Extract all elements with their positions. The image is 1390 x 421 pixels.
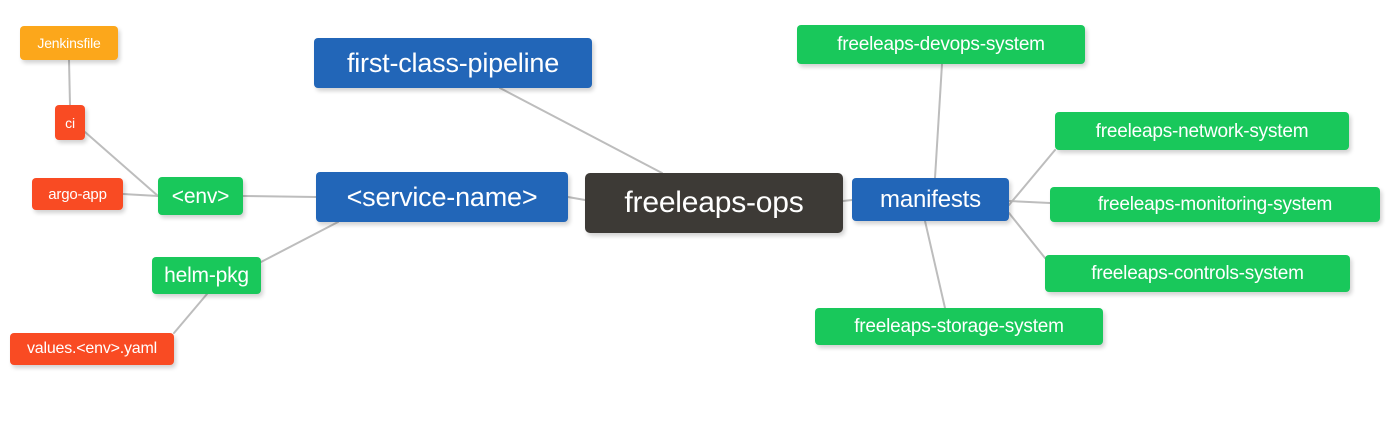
node-label-jenkinsfile: Jenkinsfile bbox=[37, 35, 101, 51]
node-storage-system[interactable]: freeleaps-storage-system bbox=[815, 308, 1103, 345]
node-label-monitoring-system: freeleaps-monitoring-system bbox=[1097, 194, 1333, 215]
node-monitoring-system[interactable]: freeleaps-monitoring-system bbox=[1050, 187, 1380, 222]
node-label-ci: ci bbox=[65, 114, 75, 131]
node-freeleaps-ops[interactable]: freeleaps-ops bbox=[585, 173, 843, 233]
edge-values-yaml-to-helm-pkg bbox=[173, 293, 208, 334]
node-network-system[interactable]: freeleaps-network-system bbox=[1055, 112, 1349, 150]
edge-manifests-to-storage-system bbox=[924, 220, 946, 309]
node-argo-app[interactable]: argo-app bbox=[32, 178, 123, 210]
node-label-first-class-pipeline: first-class-pipeline bbox=[346, 47, 560, 78]
node-label-storage-system: freeleaps-storage-system bbox=[854, 316, 1064, 337]
edge-first-class-pipeline-to-freeleaps-ops bbox=[499, 87, 663, 174]
node-label-controls-system: freeleaps-controls-system bbox=[1091, 263, 1304, 284]
node-ci[interactable]: ci bbox=[55, 105, 85, 140]
node-label-manifests: manifests bbox=[880, 185, 981, 213]
node-manifests[interactable]: manifests bbox=[852, 178, 1009, 221]
node-env[interactable]: <env> bbox=[158, 177, 243, 215]
edge-ci-to-env bbox=[84, 131, 159, 197]
node-label-devops-system: freeleaps-devops-system bbox=[837, 34, 1045, 55]
node-devops-system[interactable]: freeleaps-devops-system bbox=[797, 25, 1085, 64]
node-label-env: <env> bbox=[171, 184, 230, 208]
edge-helm-pkg-to-service-name bbox=[260, 221, 339, 263]
edge-env-to-service-name bbox=[242, 195, 317, 198]
node-values-yaml[interactable]: values.<env>.yaml bbox=[10, 333, 174, 365]
node-service-name[interactable]: <service-name> bbox=[316, 172, 568, 222]
node-label-network-system: freeleaps-network-system bbox=[1095, 120, 1309, 142]
edge-manifests-to-devops-system bbox=[934, 63, 943, 179]
node-label-argo-app: argo-app bbox=[48, 185, 107, 203]
edge-manifests-to-controls-system bbox=[1008, 212, 1046, 259]
edge-service-name-to-freeleaps-ops bbox=[567, 196, 586, 201]
node-label-values-yaml: values.<env>.yaml bbox=[26, 340, 157, 357]
edge-freeleaps-ops-to-manifests bbox=[842, 199, 853, 202]
node-controls-system[interactable]: freeleaps-controls-system bbox=[1045, 255, 1350, 292]
node-jenkinsfile[interactable]: Jenkinsfile bbox=[20, 26, 118, 60]
node-label-freeleaps-ops: freeleaps-ops bbox=[624, 186, 804, 219]
edge-jenkinsfile-to-ci bbox=[68, 59, 71, 106]
edge-argo-app-to-env bbox=[122, 193, 159, 197]
node-helm-pkg[interactable]: helm-pkg bbox=[152, 257, 261, 294]
edge-manifests-to-network-system bbox=[1008, 149, 1056, 206]
edge-manifests-to-monitoring-system bbox=[1008, 200, 1051, 204]
node-label-helm-pkg: helm-pkg bbox=[164, 264, 249, 287]
node-label-service-name: <service-name> bbox=[346, 181, 538, 212]
node-first-class-pipeline[interactable]: first-class-pipeline bbox=[314, 38, 592, 88]
